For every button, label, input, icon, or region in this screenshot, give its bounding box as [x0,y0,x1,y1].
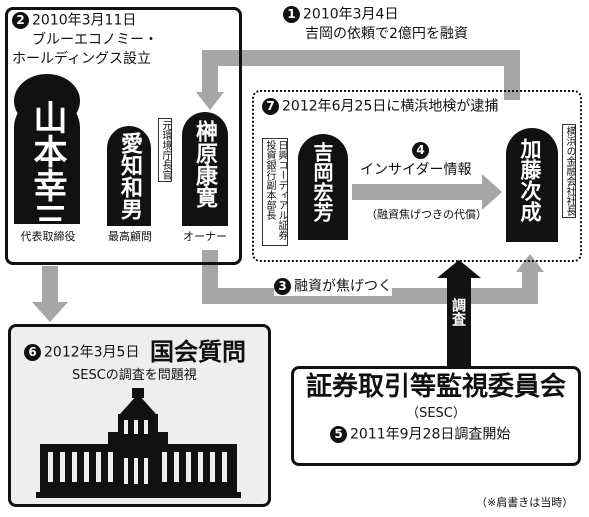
footnote: （※肩書きは当時） [476,496,574,509]
step4-note: （融資焦げつきの代償） [366,208,487,221]
arrow-insider-shaft [352,184,484,200]
arrow-insider-head [482,174,502,210]
company-name-line1: ブルーエコノミー・ [32,32,158,48]
yamamoto-body [14,96,80,224]
arrow-investigate-shaft [447,275,471,370]
kato-body [506,128,558,242]
sakakibara-body [182,112,228,226]
sakakibara-role: オーナー [183,230,227,243]
step7-badge: 7 [262,98,279,115]
arrest-box [252,90,582,262]
step1-date: 2010年3月4日 [303,6,399,23]
sesc-title: 証券取引等監視委員会 [305,372,566,402]
arrow-investigate-head [437,260,481,278]
company-group-box [5,7,242,265]
aichi-role: 最高顧問 [108,230,152,243]
step2-date: 2010年3月11日 [32,12,137,29]
arrow-default [202,250,538,304]
kato-title-tag: 横浜の金融会社社長 [562,124,576,218]
arrow-loan-head [196,92,224,110]
aichi-name: 愛知和男 [117,132,142,220]
yoshioka-title-tag: 日興コーディアル証券投資銀行副本部長 [262,138,288,246]
step5-badge: 5 [330,426,347,443]
yoshioka-body [298,134,348,240]
aichi-title-tag: 元環境庁長官 [158,118,172,182]
step3-text: 融資が焦げつく [294,278,392,295]
yamamoto-name: 山本幸三 [27,100,67,236]
diet-building-icon [36,388,241,498]
aichi-body [107,126,151,226]
arrow-diet-head [32,302,68,322]
sesc-abbr: （SESC） [406,406,466,421]
step3-badge: 3 [274,278,291,295]
sesc-box [291,366,581,466]
step6-badge: 6 [24,344,41,361]
company-name-line2: ホールディングス設立 [12,51,152,67]
step1-text: 吉岡の依頼で2億円を融資 [305,26,468,42]
step1-badge: 1 [283,6,300,23]
yamamoto-role: 代表取締役 [20,230,76,243]
arrow-diet-shaft [42,266,58,306]
yoshioka-name: 吉岡宏芳 [310,142,334,222]
step6-sub: SESCの調査を問題視 [72,368,197,383]
arrow-default-head [516,254,544,272]
step4-text: インサイダー情報 [360,162,472,178]
step6-title: 国会質問 [150,338,246,366]
sakakibara-name: 榊原康寛 [192,120,217,208]
step4-badge: 4 [412,142,429,159]
investigate-label: 調査 [450,298,466,326]
step7-text: 2012年6月25日に横浜地検が逮捕 [282,98,499,115]
arrow-loan [202,50,520,100]
step6-date: 2012年3月5日 [44,344,140,361]
step5-text: 2011年9月28日調査開始 [350,426,511,443]
kato-name: 加藤次成 [518,138,542,222]
step2-badge: 2 [12,12,29,29]
